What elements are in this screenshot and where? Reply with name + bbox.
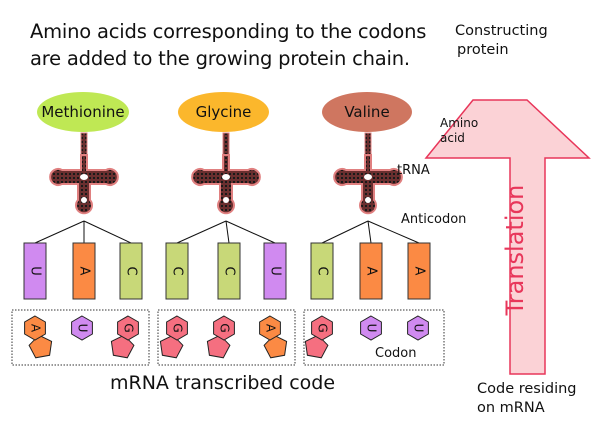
top-caption-line1: Constructing bbox=[455, 23, 548, 39]
anticodon-base: U bbox=[23, 242, 47, 300]
anticodon-letter: A bbox=[364, 267, 379, 276]
codon-letter: G bbox=[171, 323, 185, 332]
codon-letter: G bbox=[218, 323, 232, 332]
mrna-label: mRNA transcribed code bbox=[110, 372, 336, 394]
codon-letter: G bbox=[316, 323, 330, 332]
amino-acid-label: Glycine bbox=[195, 103, 252, 121]
anticodon-base: C bbox=[119, 242, 143, 300]
trna-cloverleaf bbox=[49, 154, 119, 215]
anticodon-base: A bbox=[359, 242, 383, 300]
title-line-1: Amino acids corresponding to the codons bbox=[30, 20, 427, 43]
anticodon-letter: A bbox=[77, 267, 92, 276]
codon-letter: U bbox=[365, 324, 379, 333]
anticodon-letter: U bbox=[28, 266, 43, 276]
codon-label: Codon bbox=[375, 346, 417, 361]
anticodon-label: Anticodon bbox=[401, 212, 467, 227]
amino-acid-label: Methionine bbox=[41, 103, 125, 121]
anticodon-letter: A bbox=[412, 267, 427, 276]
codon-letter: U bbox=[412, 324, 426, 333]
anticodon-base: C bbox=[217, 242, 241, 300]
anticodon-letter: C bbox=[222, 266, 237, 275]
bottom-caption-line2: on mRNA bbox=[477, 400, 545, 416]
bottom-caption: Code residing on mRNA bbox=[477, 380, 577, 418]
codon-base: U bbox=[360, 315, 382, 341]
codon-base: U bbox=[407, 315, 429, 341]
top-caption: Constructing protein bbox=[455, 22, 548, 60]
amino-acid-label-line1: Amino bbox=[440, 116, 479, 130]
translation-arrow bbox=[424, 99, 591, 375]
anticodon-letter: C bbox=[315, 266, 330, 275]
anticodon-base: U bbox=[263, 242, 287, 300]
anticodon-base: C bbox=[310, 242, 334, 300]
codon-letter: A bbox=[29, 324, 43, 333]
codon-base: G bbox=[110, 315, 139, 359]
codon-base: A bbox=[259, 315, 288, 359]
anticodon-letter: C bbox=[124, 266, 139, 275]
bottom-caption-line1: Code residing bbox=[477, 381, 577, 397]
codon-base: U bbox=[71, 315, 93, 341]
anticodon-letter: C bbox=[170, 266, 185, 275]
diagram-title: Amino acids corresponding to the codons … bbox=[30, 18, 426, 72]
amino-acid-valine: Valine bbox=[322, 92, 412, 132]
amino-acid-label-line2: acid bbox=[440, 131, 465, 145]
codon-letter: U bbox=[76, 324, 90, 333]
top-caption-line2: protein bbox=[457, 42, 509, 58]
anticodon-letter: U bbox=[268, 266, 283, 276]
anticodon-base: C bbox=[165, 242, 189, 300]
trna-label: tRNA bbox=[397, 163, 430, 178]
translation-label: Translation bbox=[501, 184, 529, 316]
codon-letter: G bbox=[122, 323, 136, 332]
anticodon-base: A bbox=[407, 242, 431, 300]
amino-acid-label: Valine bbox=[344, 103, 390, 121]
codon-base: A bbox=[24, 315, 53, 359]
anticodon-base: A bbox=[72, 242, 96, 300]
title-line-2: are added to the growing protein chain. bbox=[30, 47, 410, 70]
amino-acid-methionine: Methionine bbox=[37, 92, 129, 132]
codon-letter: A bbox=[264, 324, 278, 333]
trna-cloverleaf bbox=[333, 154, 403, 215]
amino-acid-glycine: Glycine bbox=[178, 92, 269, 132]
codon-base: G bbox=[304, 315, 333, 359]
trna-cloverleaf bbox=[191, 154, 261, 215]
codon-base: G bbox=[159, 315, 188, 359]
codon-base: G bbox=[206, 315, 235, 359]
codon-box bbox=[303, 309, 445, 366]
